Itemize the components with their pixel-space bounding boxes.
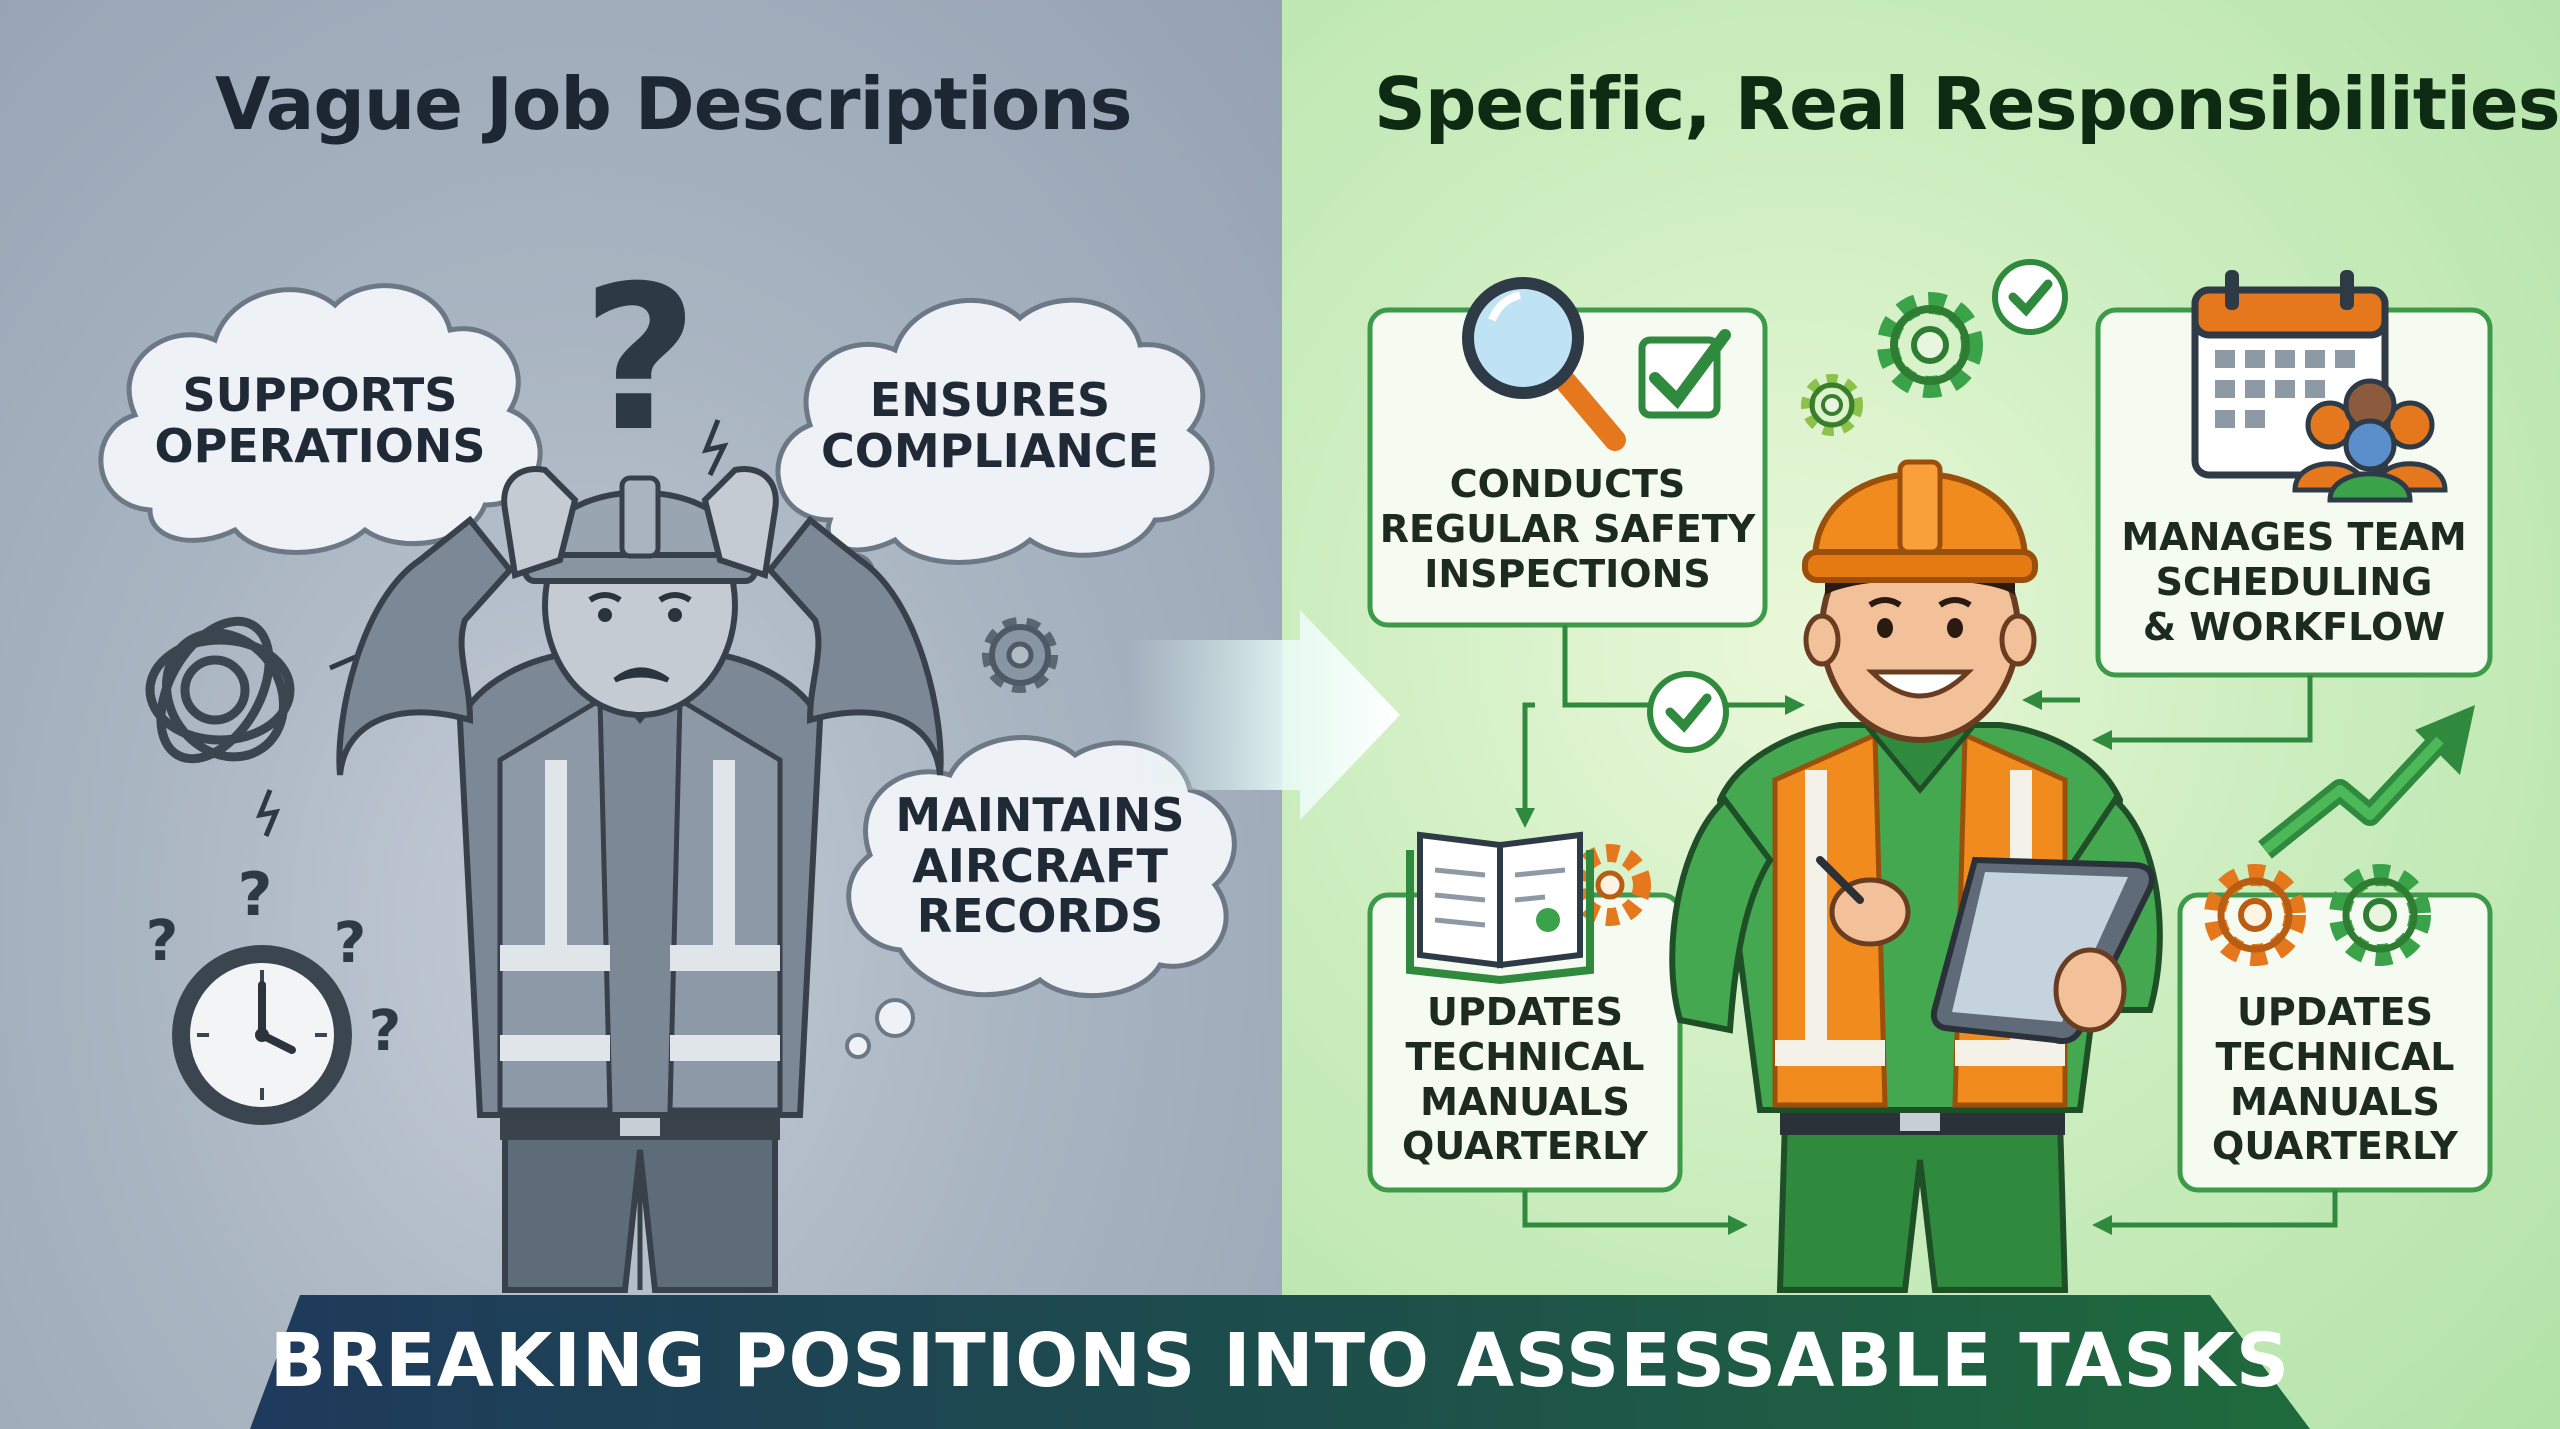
magnifier-icon <box>1462 277 1626 451</box>
team-icon <box>2292 378 2448 503</box>
cloud-ensures-compliance <box>775 297 1215 565</box>
left-heading: Vague Job Descriptions <box>215 62 1132 146</box>
tablet-icon <box>1930 856 2155 1045</box>
svg-text:?: ? <box>146 909 178 974</box>
svg-text:?: ? <box>334 911 366 976</box>
cloud-supports-operations <box>98 283 543 555</box>
svg-text:?: ? <box>582 243 698 476</box>
banner-title: BREAKING POSITIONS INTO ASSESSABLE TASKS <box>269 1318 2291 1404</box>
open-book-icon <box>1406 831 1651 985</box>
question-mark-icon: ? <box>582 243 698 476</box>
confident-worker-figure <box>1669 459 2163 1293</box>
svg-text:?: ? <box>369 999 401 1064</box>
growth-arrow-icon <box>2258 705 2475 859</box>
tangled-knot-icon <box>145 616 295 764</box>
clock-icon <box>172 945 352 1125</box>
checkbox-icon <box>1638 329 1731 419</box>
stressed-worker-figure <box>336 466 944 1293</box>
hard-hat-icon <box>1802 459 2038 583</box>
gear-icon-green-small <box>1801 374 1863 436</box>
question-marks-small-icon: ? ? ? ? <box>146 860 401 1064</box>
gear-icon-green-large <box>1877 292 1983 398</box>
svg-text:?: ? <box>238 860 273 930</box>
gears-icon <box>2204 864 2431 966</box>
arrow-right-icon <box>1130 610 1400 820</box>
checkmark-icon <box>1647 259 2068 753</box>
right-heading: Specific, Real Responsibilities <box>1374 62 2560 146</box>
gear-icon <box>982 617 1058 693</box>
